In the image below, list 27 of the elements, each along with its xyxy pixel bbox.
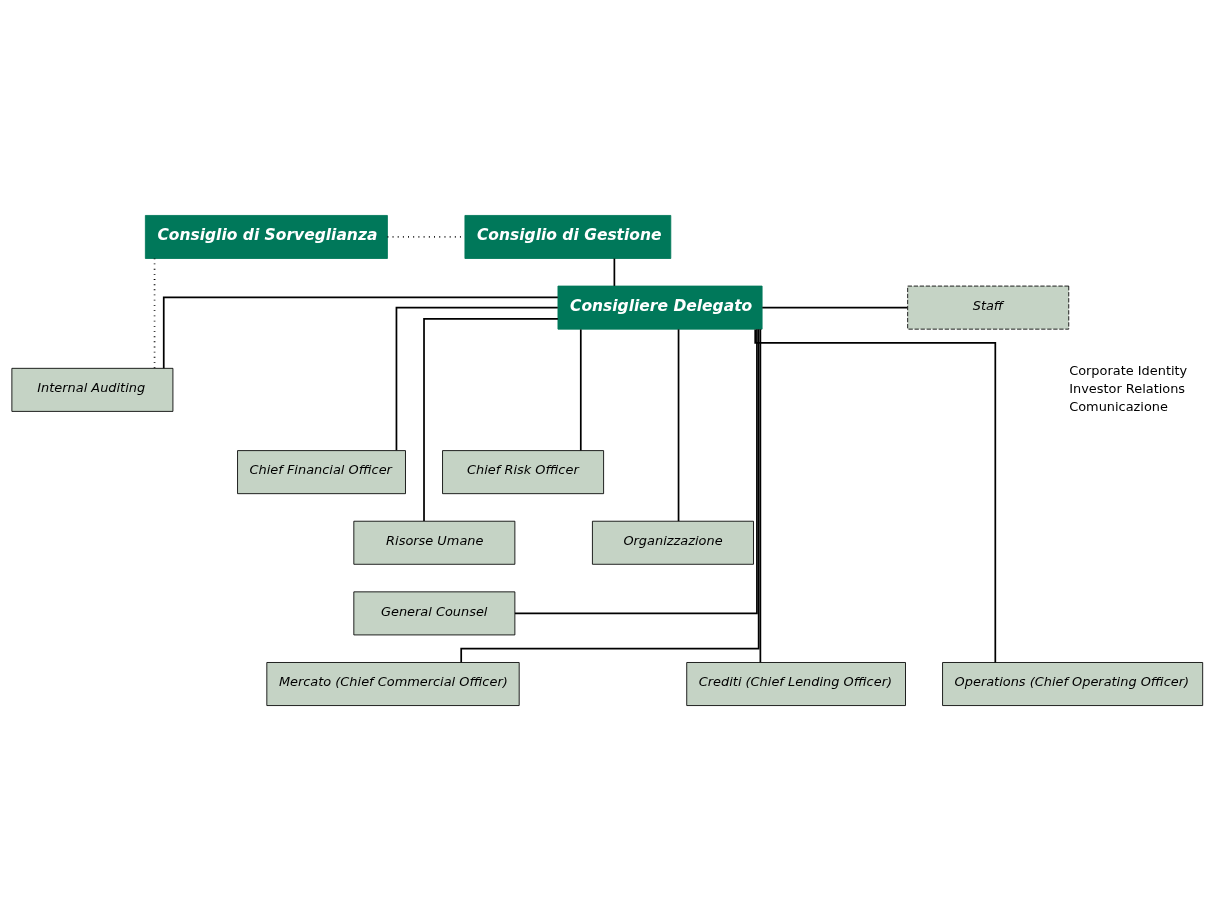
node-box: General Counsel xyxy=(353,590,516,635)
node-box: Chief Financial Officer xyxy=(237,449,406,494)
connector xyxy=(395,306,559,451)
connector xyxy=(754,328,997,663)
node-box: Consiglio di Sorveglianza xyxy=(144,214,388,259)
connector xyxy=(423,317,559,522)
connector xyxy=(514,328,758,614)
connector xyxy=(677,327,680,522)
connector xyxy=(613,257,616,287)
node-label: Corporate Identity xyxy=(1069,362,1188,378)
connector xyxy=(162,295,559,369)
connector xyxy=(759,327,762,663)
connector xyxy=(579,328,582,451)
node-box: Internal Auditing xyxy=(11,367,174,412)
node-box: Consigliere Delegato xyxy=(557,285,763,330)
connector xyxy=(761,306,909,308)
node-box: Consiglio di Gestione xyxy=(464,214,672,259)
node-box: Risorse Umane xyxy=(353,520,516,565)
node-box: Operations (Chief Operating Officer) xyxy=(942,661,1204,706)
node-label: Comunicazione xyxy=(1069,398,1168,414)
node-box: Organizzazione xyxy=(592,520,754,565)
connector xyxy=(460,327,760,663)
node-box: Staff xyxy=(907,285,1070,330)
node-box: Mercato (Chief Commercial Officer) xyxy=(266,661,520,706)
node-box: Chief Risk Officer xyxy=(442,449,605,494)
node-box: Crediti (Chief Lending Officer) xyxy=(686,661,906,706)
node-label: Investor Relations xyxy=(1069,380,1186,396)
